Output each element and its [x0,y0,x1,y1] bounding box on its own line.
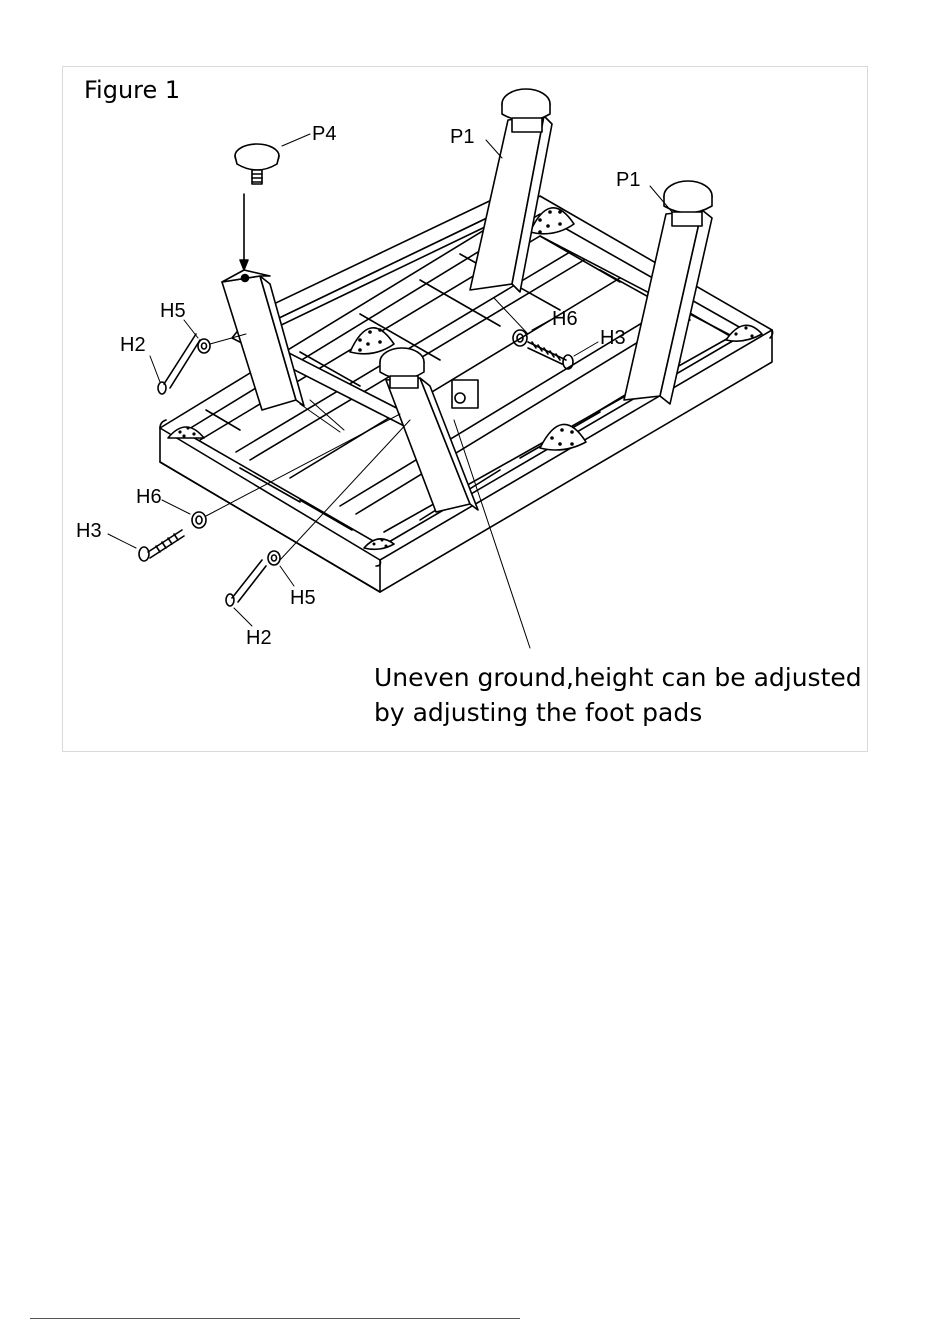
label-p1-left: P1 [450,126,474,148]
foot-pad-p4 [235,144,279,184]
washer-h5-bottom [268,551,280,565]
washer-h6-bottom [192,512,206,528]
washer-h5-top [198,339,210,353]
bolt-h3-bottom [139,530,184,561]
bolt-h2-bottom [226,560,266,606]
label-h5-bottom: H5 [290,587,316,609]
adjustment-caption: Uneven ground,height can be adjusted by … [374,660,862,730]
table-assembly-diagram: P4 P1 P1 H5 H2 H6 H3 H6 H3 H5 H2 [0,0,933,760]
bracket-plate [452,380,478,408]
caption-line-1: Uneven ground,height can be adjusted [374,660,862,695]
footer-rule [30,1318,520,1319]
label-p4: P4 [312,123,336,145]
label-h6-top: H6 [552,308,578,330]
label-h2-bottom: H2 [246,627,272,649]
bolt-h2-top [158,334,200,394]
caption-line-2: by adjusting the foot pads [374,695,862,730]
label-h6-bottom: H6 [136,486,162,508]
label-h2-top: H2 [120,334,146,356]
label-p1-right: P1 [616,169,640,191]
label-h3-bottom: H3 [76,520,102,542]
label-h5-top: H5 [160,300,186,322]
label-h3-top: H3 [600,327,626,349]
